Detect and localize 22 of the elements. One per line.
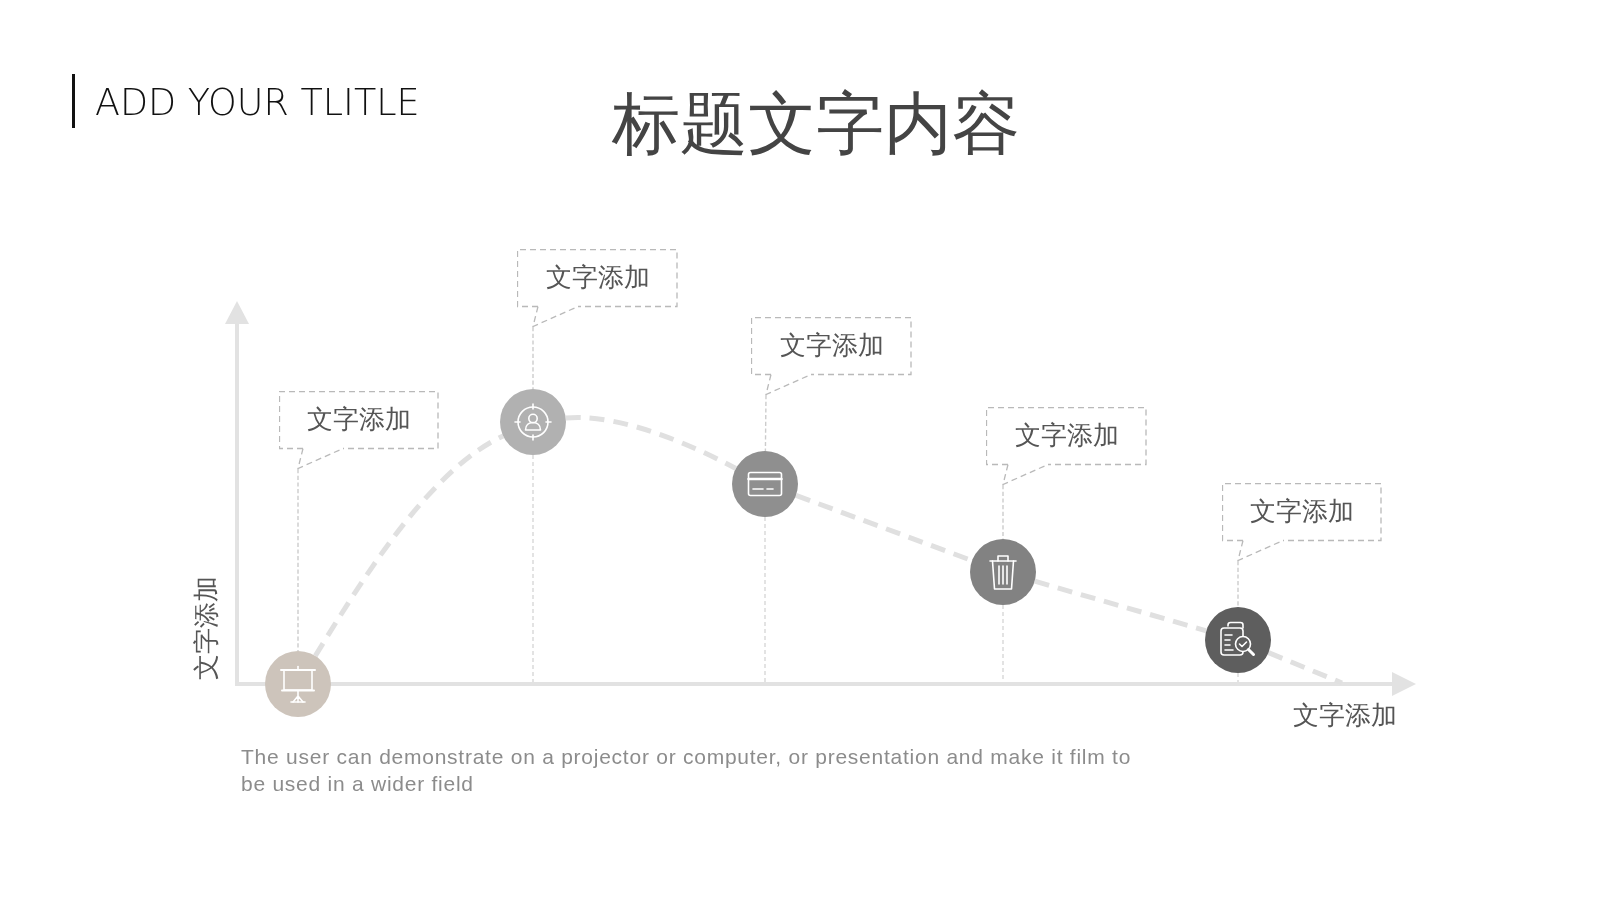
curve-segment <box>565 414 738 471</box>
callout-text: 文字添加 <box>779 331 884 361</box>
section-heading: ADD YOUR TLITLE <box>95 83 420 123</box>
axis-label: 文字添加 <box>192 576 222 680</box>
callout-box <box>751 317 912 395</box>
callout-text: 文字添加 <box>1250 497 1354 527</box>
callout-text: 文字添加 <box>1014 421 1119 451</box>
callout-text: 文字添加 <box>545 263 650 293</box>
description-text: The user can demonstrate on a projector or computer, or presentation and make it film to be used in a wider field <box>241 744 1133 797</box>
callout-box <box>517 249 678 327</box>
callout-box <box>1222 483 1382 561</box>
curve-segment <box>313 433 505 658</box>
leader-line <box>764 394 767 452</box>
axis-label: 文字添加 <box>1293 701 1397 731</box>
callout-box <box>279 391 439 469</box>
leader-line <box>532 326 534 390</box>
callout-text: 文字添加 <box>307 405 411 435</box>
callout-box <box>986 407 1147 485</box>
curve-segment <box>1034 578 1207 634</box>
leader-line <box>297 468 299 652</box>
slide-title: 标题文字内容 <box>612 84 1020 164</box>
leader-line <box>1237 560 1239 608</box>
